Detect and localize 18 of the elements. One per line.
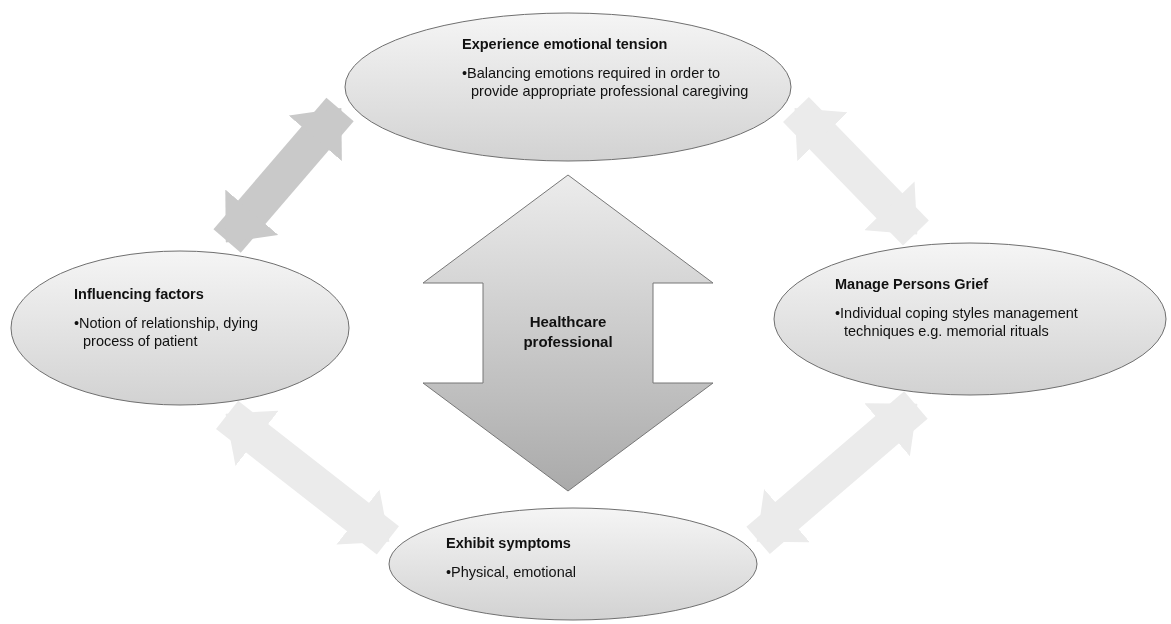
arrow-label: Healthcare professional (522, 312, 614, 352)
ellipse-node (773, 242, 1167, 396)
ellipse-node (10, 250, 350, 406)
bullet-text: •Balancing emotions required in order to provide appropriate professional caregiving (462, 64, 750, 100)
node-heading: Experience emotional tension (462, 36, 669, 52)
ellipse-node (388, 507, 758, 621)
double-block-arrow (213, 97, 354, 253)
bullet-text: •Notion of relationship, dying process of patient (74, 314, 260, 350)
bullet-text: •Individual coping styles management techniques e.g. memorial rituals (835, 304, 1079, 340)
double-block-arrow (216, 400, 399, 555)
node-heading: Manage Persons Grief (835, 276, 990, 292)
ellipse-node (344, 12, 792, 162)
node-heading: Influencing factors (74, 286, 205, 302)
double-block-arrow (783, 96, 929, 246)
node-heading: Exhibit symptoms (446, 535, 572, 551)
double-arrow-shape (423, 175, 713, 491)
bullet-text: •Physical, emotional (446, 563, 577, 581)
double-block-arrow (746, 391, 928, 555)
